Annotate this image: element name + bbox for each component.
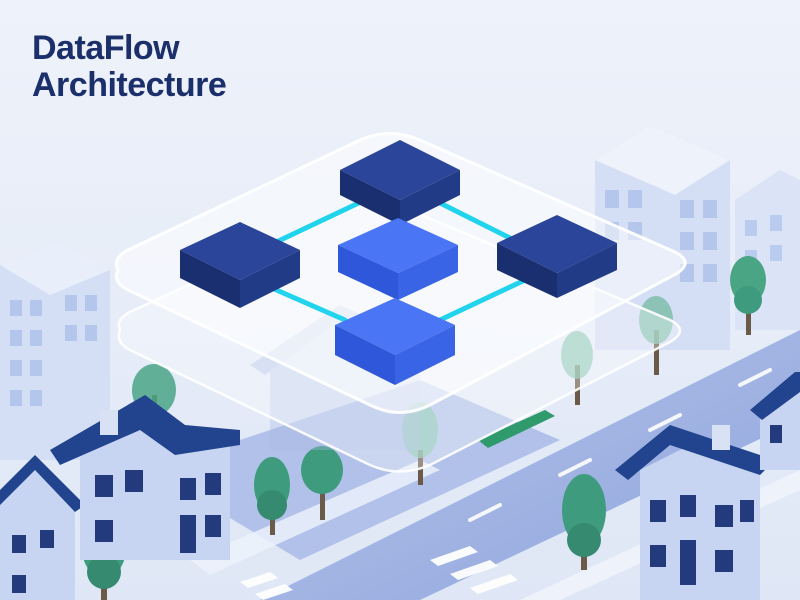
house-right: [615, 425, 775, 600]
house-center-left: [50, 395, 240, 560]
node-bottom: [335, 298, 455, 385]
house-bottom-left: [0, 455, 85, 600]
trees: [82, 256, 766, 600]
house-far-right: [750, 372, 800, 470]
left-tower: [0, 240, 110, 460]
connector-group: [262, 195, 528, 323]
connector-top-right: [427, 195, 513, 241]
node-right: [497, 215, 617, 298]
crosswalk: [240, 546, 518, 600]
node-left: [180, 222, 300, 308]
page-title: DataFlow Architecture: [32, 29, 227, 104]
connector-right-bottom: [437, 277, 528, 323]
bus: [478, 410, 555, 448]
connector-top-left: [267, 197, 368, 248]
connector-left-bottom: [262, 282, 348, 323]
node-top: [340, 140, 460, 225]
title-line-2: Architecture: [32, 66, 227, 104]
title-line-1: DataFlow: [32, 29, 180, 67]
node-center: [338, 218, 458, 300]
